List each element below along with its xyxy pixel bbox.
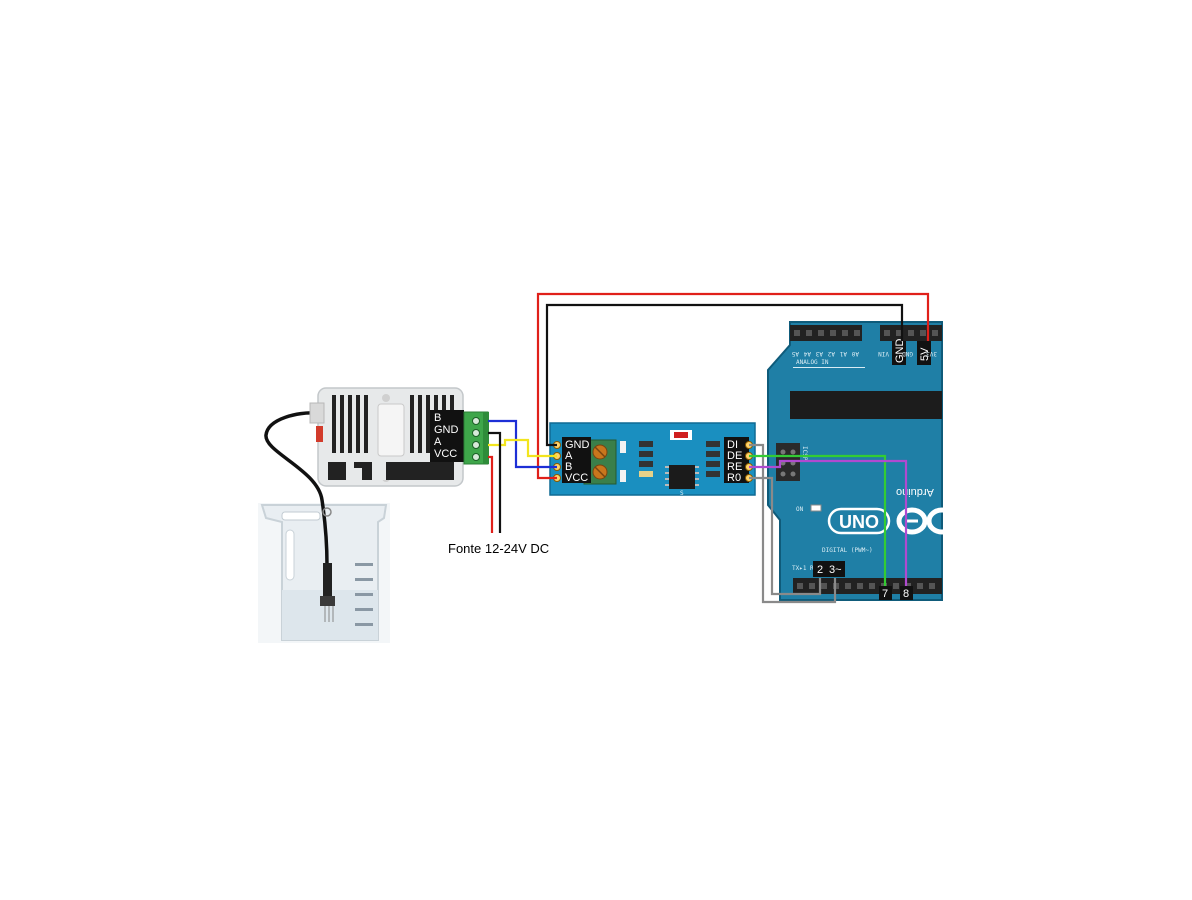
sensor-label-gnd: GND [434,424,459,436]
uno-text: UNO [839,512,879,532]
wire-5v-to-vcc [536,292,930,480]
wire-di-to-pin3 [749,443,837,604]
header-hole [845,583,851,589]
sensor-probe [264,411,335,622]
header-hole [917,583,923,589]
rs485-pin-r0: R0 [727,472,741,484]
header-5v-label: 5V [919,347,931,361]
analog-pin-label: A5 [791,350,799,357]
power-supply-caption: Fonte 12-24V DC [448,541,549,556]
header-hole [908,330,914,336]
sensor-label-a: A [434,436,442,448]
header-hole [818,330,824,336]
header-hole [857,583,863,589]
pin-3-label: 3~ [829,564,842,576]
wire-sensor-b [488,419,557,469]
wire-gnd-to-gnd [545,303,904,447]
sensor-label-vcc: VCC [434,448,457,460]
rs485-pin-re: RE [727,461,742,473]
power-pin-label: VIN [878,350,889,357]
header-hole [842,330,848,336]
rs485-pin-gnd: GND [565,439,590,451]
chip-label: S [680,490,684,497]
pin-8-label: 8 [903,588,909,600]
arduino-logo [896,507,958,535]
wire-r0-to-pin2 [749,476,822,596]
header-hole [893,583,899,589]
sensor-label-b: B [434,412,441,424]
rs485-pin-de: DE [727,450,742,462]
analog-pin-label: A4 [803,350,811,357]
wire-de-to-pin7 [749,454,887,586]
brand-text: Arduino [896,486,934,498]
analog-pin-label: A1 [839,350,847,357]
wires [488,292,930,604]
power-pin-label: 3V3 [926,350,937,357]
header-hole [797,583,803,589]
sensor-screw-terminal [463,411,489,465]
rs485-pin-vcc: VCC [565,472,588,484]
sensor-terminal-labels: B GND A VCC [430,410,464,462]
header-hole [920,330,926,336]
wire-supply-gnd [488,431,502,533]
wire-sensor-a [488,438,557,458]
header-hole [884,330,890,336]
rs485-right-pin-labels: DI DE RE R0 [724,437,753,484]
icsp-label: ICSP [801,446,808,461]
header-hole [809,583,815,589]
header-hole [932,330,938,336]
on-led-label: ON [796,506,804,513]
header-hole [830,330,836,336]
pin-7-label: 7 [882,588,888,600]
header-hole [821,583,827,589]
header-hole [896,330,902,336]
rs485-pin-b: B [565,461,572,473]
analog-pin-label: A2 [827,350,835,357]
rs485-pin-a: A [565,450,573,462]
analog-in-label: ANALOG IN [796,359,829,366]
header-hole [929,583,935,589]
wire-re-to-pin8 [749,459,908,586]
header-gnd-label: GND [894,339,906,364]
pin-2-label: 2 [817,564,823,576]
tx-rx-label: TX▸1 RX◀0 [792,565,825,572]
power-header-labels: GND 5V [892,339,931,365]
digital-header-labels: 2 3~ [813,561,845,577]
power-pin-label: GND [902,350,913,357]
header-hole [806,330,812,336]
digital-label: DIGITAL (PWM~) [822,547,873,554]
arduino-bottom-labels: 7 8 [879,586,913,600]
rs485-left-pin-labels: GND A B VCC [553,437,591,484]
analog-pin-label: A0 [851,350,859,357]
analog-pin-label: A3 [815,350,823,357]
header-hole [794,330,800,336]
header-hole [854,330,860,336]
header-hole [869,583,875,589]
wire-supply-vcc [488,455,494,533]
rs485-pin-di: DI [727,439,738,451]
